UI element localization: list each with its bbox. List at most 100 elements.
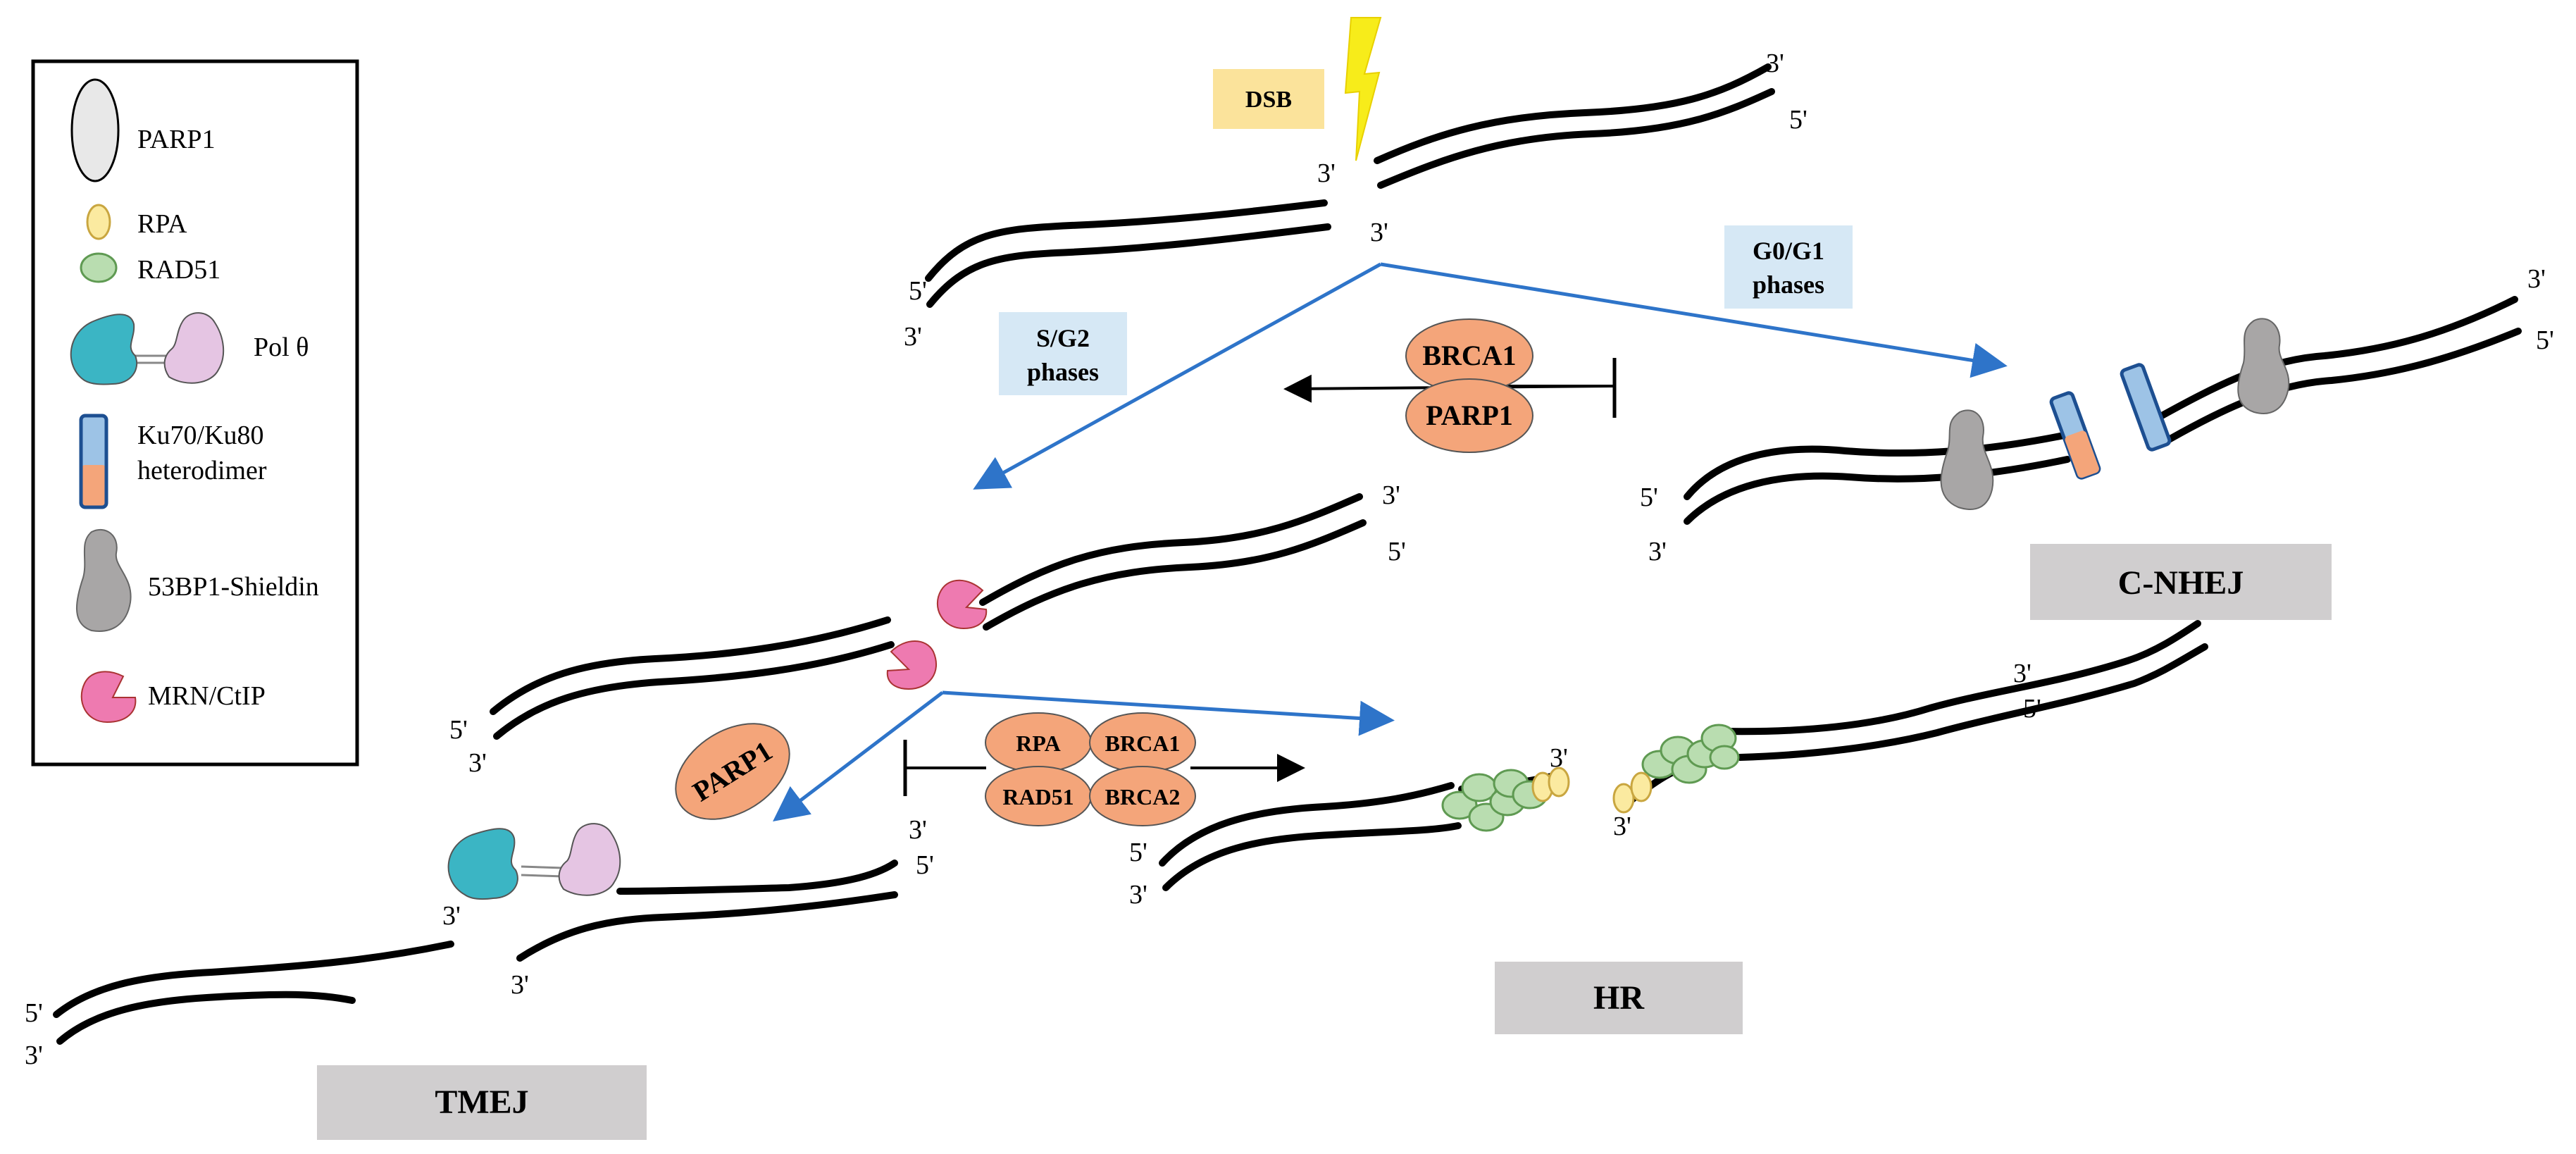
end-label: 3' — [1317, 159, 1336, 188]
tmej-box — [317, 1065, 647, 1140]
legend-item-pol-theta: Pol θ — [70, 312, 309, 385]
g0g1-line1: G0/G1 — [1753, 237, 1824, 265]
mrn-ctip-left — [886, 640, 938, 690]
end-label: 3' — [2527, 264, 2546, 294]
tmej-region: 5' 3' 3' 3' 3' 5' TMEJ — [25, 815, 934, 1140]
rpa-left — [1531, 767, 1570, 802]
mid-strand-right-a — [979, 493, 1363, 606]
hr-strand-left-b — [1162, 822, 1462, 891]
end-label: 5' — [1129, 838, 1147, 867]
ku-heterodimer-left — [2049, 391, 2101, 480]
end-label: 5' — [1388, 537, 1406, 566]
dsb-region: DSB 5' 3' 3' 3' 3' 5' — [904, 17, 1807, 352]
rpa-label: RPA — [1016, 731, 1060, 756]
hr-strand-right-b — [1736, 643, 2208, 761]
dna-strand-top-left-b — [926, 223, 1331, 308]
hr-box — [1495, 962, 1743, 1034]
c-nhej-box — [2030, 544, 2332, 620]
tmej-strand-left-b — [56, 991, 356, 1045]
arrow-to-g0g1 — [1380, 262, 2008, 378]
brca1-small-label: BRCA1 — [1105, 731, 1181, 756]
legend-item-rad51: RAD51 — [80, 252, 220, 285]
legend-label-53bp1: 53BP1-Shieldin — [148, 572, 319, 602]
sg2-box — [999, 312, 1127, 395]
dna-strand-top-right-b — [1377, 88, 1775, 189]
hr-strand-right-a — [1719, 620, 2201, 736]
legend-label-ku-line1: Ku70/Ku80 — [137, 421, 263, 450]
brca1-parp1-regulator: BRCA1 PARP1 — [1283, 318, 1617, 453]
end-label: 3' — [1370, 218, 1388, 247]
end-label: 3' — [1550, 743, 1568, 773]
hr-region: 5' 3' 3' 3' 3' 5' HR — [1129, 620, 2208, 1034]
hr-protein-complex: RPA BRCA1 RAD51 BRCA2 — [903, 712, 1305, 826]
end-label: 5' — [449, 715, 468, 745]
mid-strand-right-b — [983, 519, 1367, 631]
cnhej-strand-right-b — [2155, 328, 2522, 449]
53bp1-shieldin-icon — [76, 528, 132, 632]
mid-strand-left-a — [490, 616, 891, 715]
end-label: 3' — [442, 901, 461, 931]
end-label: 5' — [2536, 325, 2554, 355]
end-label: 3' — [1766, 49, 1784, 78]
end-label: 5' — [1789, 105, 1807, 135]
brca2-oval — [1089, 766, 1196, 826]
legend-item-ku: Ku70/Ku80 heterodimer — [79, 414, 267, 509]
53bp1-shieldin-right — [2237, 318, 2290, 414]
end-label: 3' — [25, 1041, 43, 1070]
brca1-label: BRCA1 — [1422, 340, 1516, 371]
arrow-to-tmej — [773, 691, 944, 822]
legend-item-53bp1: 53BP1-Shieldin — [76, 528, 319, 632]
lightning-bolt-icon — [1344, 17, 1382, 161]
legend-item-mrn: MRN/CtIP — [80, 671, 266, 724]
end-label: 3' — [904, 322, 922, 352]
g0g1-line2: phases — [1753, 271, 1824, 299]
parp1-ellipse-icon — [70, 78, 120, 182]
ku-heterodimer-right — [2120, 363, 2172, 452]
c-nhej-region: 5' 3' 3' 5' C-NHEJ — [1640, 264, 2554, 620]
sg2-line1: S/G2 — [1036, 324, 1090, 352]
legend-label-rpa: RPA — [137, 209, 187, 239]
tmej-strand-right-b — [516, 891, 898, 962]
rad51-label: RAD51 — [1002, 784, 1074, 809]
rpa-right — [1612, 771, 1653, 814]
brca2-label: BRCA2 — [1105, 784, 1181, 809]
tmej-strand-left-a — [53, 941, 454, 1018]
arrow-to-hr — [942, 690, 1395, 736]
end-label: 3' — [468, 748, 487, 778]
end-label: 3' — [1129, 880, 1147, 910]
legend-label-pol-theta: Pol θ — [254, 333, 309, 362]
end-label: 5' — [2023, 694, 2041, 724]
parp1-tmej-oval — [675, 723, 790, 820]
dsb-label: DSB — [1245, 87, 1292, 113]
tmej-label: TMEJ — [435, 1084, 528, 1121]
legend-label-mrn: MRN/CtIP — [148, 681, 266, 711]
hr-label: HR — [1593, 979, 1645, 1017]
legend-label-rad51: RAD51 — [137, 255, 220, 285]
end-label: 5' — [916, 850, 934, 880]
g0g1-phase-label: G0/G1 phases — [1724, 225, 1853, 309]
tmej-strand-right-a — [616, 860, 898, 895]
rad51-filament-right — [1641, 724, 1740, 784]
mid-strand-left-b — [493, 641, 895, 740]
parp1-tmej: PARP1 — [675, 723, 790, 820]
dna-strand-top-left-a — [925, 199, 1328, 282]
end-label: 3' — [511, 970, 529, 1000]
sg2-phase-label: S/G2 phases — [999, 312, 1127, 395]
resection-region: 5' 3' 3' 5' — [449, 480, 1406, 778]
dsb-box — [1213, 69, 1324, 129]
end-label: 3' — [1648, 537, 1667, 566]
rpa-icon — [86, 204, 111, 240]
rad51-icon — [80, 252, 118, 283]
end-label: 3' — [2013, 659, 2031, 688]
mrn-ctip-icon — [80, 671, 137, 724]
legend: PARP1 RPA RAD51 Pol θ Ku70/Ku80 — [31, 59, 359, 767]
cnhej-strand-left-a — [1684, 432, 2067, 500]
parp1-oval — [1405, 378, 1533, 453]
sg2-line2: phases — [1027, 358, 1099, 386]
ku-heterodimer-icon — [79, 414, 108, 509]
legend-label-ku-line2: heterodimer — [137, 456, 267, 485]
pol-theta-icon — [70, 312, 225, 385]
pol-theta-enzyme — [447, 823, 621, 900]
